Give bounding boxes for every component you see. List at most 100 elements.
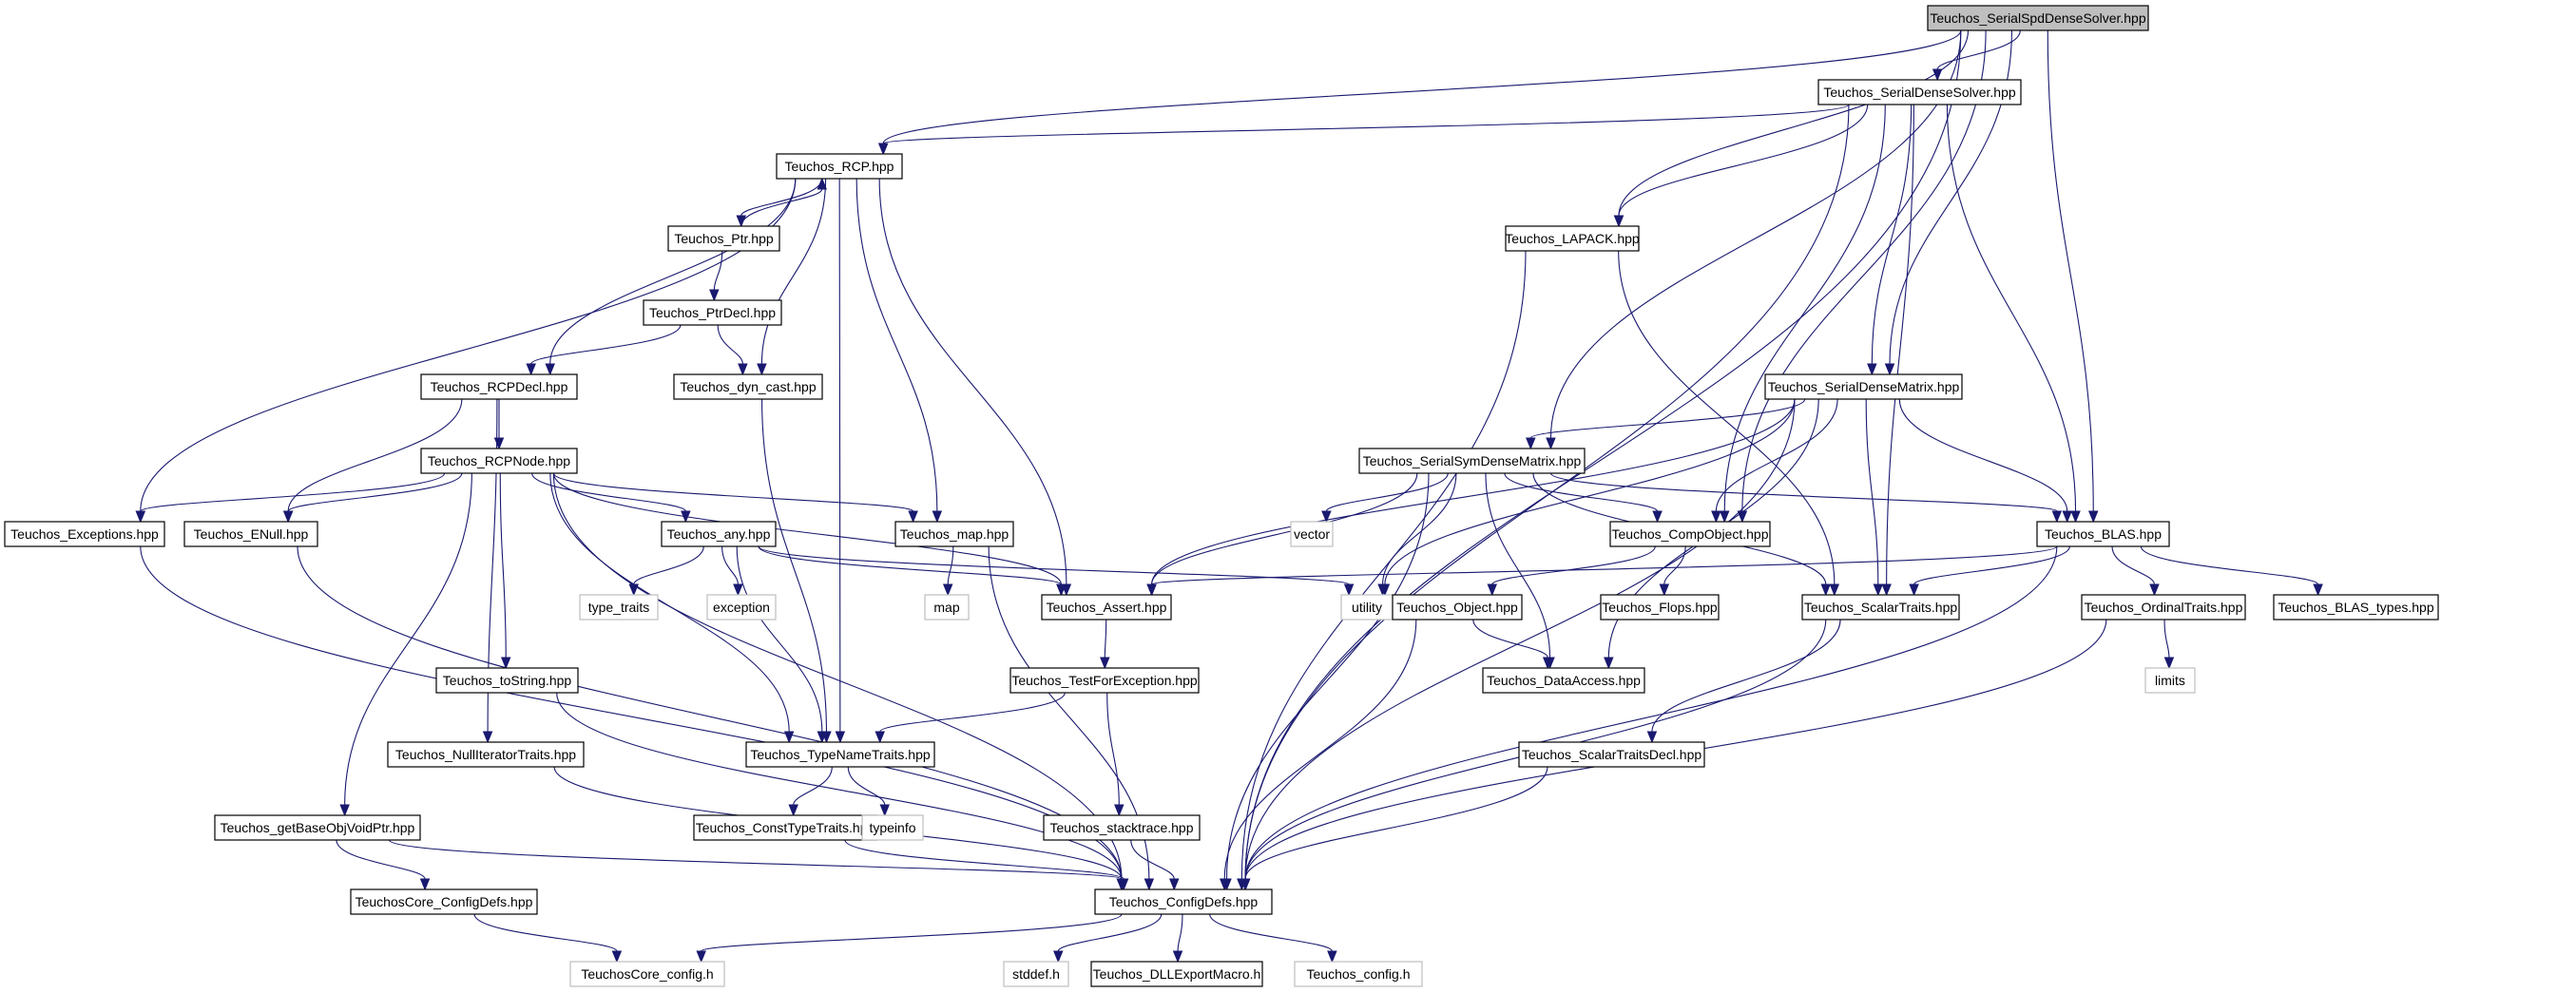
node-box: [667, 225, 780, 252]
node-typenametraits[interactable]: Teuchos_TypeNameTraits.hpp: [745, 741, 935, 768]
node-box: [776, 153, 903, 180]
arrowhead-dense_matrix-to-scalartraits: [1873, 583, 1884, 597]
node-ptr[interactable]: Teuchos_Ptr.hpp: [667, 225, 780, 252]
edge-dense_matrix-to-scalartraits: [1865, 398, 1879, 585]
node-label: stddef.h: [1012, 966, 1060, 982]
edge-rcp-to-assert: [878, 178, 1067, 585]
arrowhead-dense_matrix-to-symdense: [1526, 437, 1536, 450]
node-box: [706, 594, 777, 621]
arrowhead-ptrdecl-to-dyn_cast: [738, 363, 748, 376]
node-assert[interactable]: Teuchos_Assert.hpp: [1041, 594, 1172, 621]
arrowhead-testforexc-to-stacktrace: [1114, 804, 1125, 817]
node-testforexc[interactable]: Teuchos_TestForException.hpp: [1009, 667, 1200, 694]
node-label: Teuchos_RCPNode.hpp: [428, 453, 570, 468]
node-spd-solver[interactable]: Teuchos_SerialSpdDenseSolver.hpp: [1927, 5, 2149, 31]
edge-rcp-to-typenametraits: [838, 178, 841, 733]
node-exceptions[interactable]: Teuchos_Exceptions.hpp: [4, 521, 165, 547]
edge-blas-to-scalartraits: [1913, 545, 2070, 585]
arrowhead-typenametraits-to-consttypetraits: [788, 804, 798, 817]
node-box: [4, 521, 165, 547]
arrowhead-scalartraitsdecl-to-configdefs: [1240, 878, 1251, 891]
node-map-hpp[interactable]: Teuchos_map.hpp: [894, 521, 1014, 547]
node-scalartraitsdecl[interactable]: Teuchos_ScalarTraitsDecl.hpp: [1518, 741, 1705, 768]
arrowhead-any-to-exception: [733, 583, 743, 597]
node-lapack[interactable]: Teuchos_LAPACK.hpp: [1505, 225, 1640, 252]
edge-configdefs-to-core_config: [701, 913, 1123, 952]
arrowhead-configdefs-to-core_config: [696, 950, 706, 964]
node-map: map: [924, 594, 970, 621]
edge-object-to-configdefs: [1223, 619, 1417, 880]
node-scalartraits[interactable]: Teuchos_ScalarTraits.hpp: [1801, 594, 1960, 621]
node-limits: limits: [2144, 667, 2196, 694]
node-configdefs[interactable]: Teuchos_ConfigDefs.hpp: [1094, 888, 1273, 915]
node-dyn-cast[interactable]: Teuchos_dyn_cast.hpp: [673, 373, 823, 400]
node-box: [693, 814, 877, 841]
node-box: [214, 814, 421, 841]
node-ptrdecl[interactable]: Teuchos_PtrDecl.hpp: [643, 299, 782, 326]
edge-rcpnode-to-tostring: [499, 472, 507, 659]
node-vector: vector: [1290, 521, 1334, 547]
edge-dense_solver-to-blas: [1946, 104, 2077, 512]
node-dllexport[interactable]: Teuchos_DLLExportMacro.h: [1090, 961, 1263, 987]
node-rcp[interactable]: Teuchos_RCP.hpp: [776, 153, 903, 180]
arrowhead-blas-to-blas_types: [2313, 583, 2323, 597]
node-nulliter[interactable]: Teuchos_NullIteratorTraits.hpp: [387, 741, 585, 768]
node-ordinaltraits[interactable]: Teuchos_OrdinalTraits.hpp: [2081, 594, 2246, 621]
node-label: type_traits: [588, 600, 650, 615]
node-label: Teuchos_BLAS.hpp: [2045, 526, 2162, 542]
node-symdense[interactable]: Teuchos_SerialSymDenseMatrix.hpp: [1358, 448, 1586, 474]
edge-configdefs-to-config: [1209, 913, 1333, 952]
edge-dense_solver-to-scalartraits: [1886, 104, 1914, 585]
node-getbaseobj[interactable]: Teuchos_getBaseObjVoidPtr.hpp: [214, 814, 421, 841]
node-box: [1003, 961, 1069, 987]
node-label: Teuchos_Ptr.hpp: [674, 231, 774, 246]
node-label: Teuchos_stacktrace.hpp: [1050, 820, 1194, 835]
node-box: [387, 741, 585, 768]
arrowhead-ptr-to-rcp: [817, 177, 828, 190]
edge-configdefs-to-stddef: [1057, 913, 1163, 952]
arrowhead-symdense-to-scalartraits: [1820, 583, 1831, 597]
arrowhead-spd_solver-to-symdense: [1546, 437, 1556, 450]
node-object[interactable]: Teuchos_Object.hpp: [1392, 594, 1523, 621]
arrowhead-object-to-dataaccess: [1542, 657, 1553, 670]
node-enull[interactable]: Teuchos_ENull.hpp: [183, 521, 318, 547]
node-tostring[interactable]: Teuchos_toString.hpp: [435, 667, 579, 694]
arrowhead-consttypetraits-to-configdefs: [1118, 878, 1129, 891]
arrowhead-configdefs-to-config: [1327, 950, 1337, 964]
arrowhead-ptrdecl-to-rcpdecl: [526, 363, 536, 376]
node-stddef: stddef.h: [1003, 961, 1069, 987]
node-box: [1340, 594, 1394, 621]
arrowhead-ordinaltraits-to-limits: [2163, 657, 2175, 670]
node-box: [1600, 594, 1720, 621]
node-box: [1090, 961, 1263, 987]
node-label: map: [933, 600, 959, 615]
node-stacktrace[interactable]: Teuchos_stacktrace.hpp: [1043, 814, 1201, 841]
node-blas-types[interactable]: Teuchos_BLAS_types.hpp: [2273, 594, 2439, 621]
arrowhead-spd_solver-to-dense_matrix: [1884, 363, 1895, 376]
edge-dense_matrix-to-symdense: [1529, 398, 1806, 439]
edge-rcpnode-to-exceptions: [140, 472, 446, 512]
node-consttypetraits[interactable]: Teuchos_ConstTypeTraits.hpp: [693, 814, 877, 841]
arrowhead-symdense-to-vector: [1321, 510, 1332, 524]
node-label: Teuchos_SerialSpdDenseSolver.hpp: [1930, 10, 2145, 26]
arrowhead-any-to-utility: [1343, 583, 1355, 597]
node-rcpdecl[interactable]: Teuchos_RCPDecl.hpp: [420, 373, 578, 400]
node-label: Teuchos_SerialDenseMatrix.hpp: [1768, 379, 1960, 394]
node-dataaccess[interactable]: Teuchos_DataAccess.hpp: [1482, 667, 1645, 694]
node-dense-matrix[interactable]: Teuchos_SerialDenseMatrix.hpp: [1764, 373, 1963, 400]
arrowhead-symdense-to-utility: [1377, 583, 1388, 597]
node-dense-solver[interactable]: Teuchos_SerialDenseSolver.hpp: [1817, 79, 2022, 105]
node-blas[interactable]: Teuchos_BLAS.hpp: [2036, 521, 2170, 547]
arrowhead-dense_matrix-to-dataaccess: [1604, 657, 1614, 670]
edge-any-to-utility: [758, 545, 1350, 585]
node-rcpnode[interactable]: Teuchos_RCPNode.hpp: [420, 448, 578, 474]
arrowhead-compobject-to-flops: [1659, 583, 1670, 597]
node-any[interactable]: Teuchos_any.hpp: [661, 521, 777, 547]
node-compobject[interactable]: Teuchos_CompObject.hpp: [1609, 521, 1771, 547]
edge-spd_solver-to-compobject: [1741, 29, 1987, 512]
edge-symdense-to-blas: [1549, 472, 2058, 512]
node-core-configdefs[interactable]: TeuchosCore_ConfigDefs.hpp: [350, 888, 538, 915]
edge-scalartraits-to-scalartraitsdecl: [1651, 619, 1841, 733]
node-flops[interactable]: Teuchos_Flops.hpp: [1600, 594, 1720, 621]
